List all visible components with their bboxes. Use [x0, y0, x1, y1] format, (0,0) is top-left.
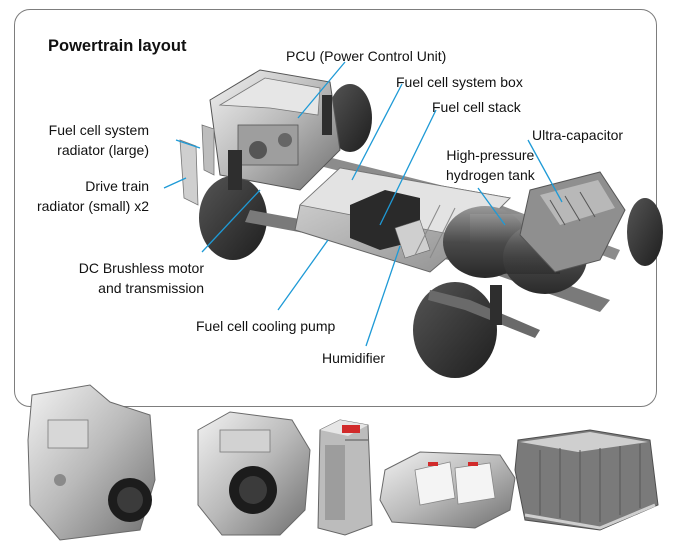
transmission-photo	[27, 384, 156, 541]
label-fuel-cell-radiator: Fuel cell system radiator (large)	[49, 120, 149, 160]
label-cooling-pump: Fuel cell cooling pump	[196, 318, 336, 334]
label-drive-train-radiator-line1: Drive train	[85, 178, 149, 194]
label-drive-train-radiator: Drive train radiator (small) x2	[37, 176, 149, 216]
leader-cooling-pump	[277, 239, 329, 311]
label-high-pressure-tank-line2: hydrogen tank	[446, 167, 535, 183]
label-high-pressure-tank-line1: High-pressure	[446, 147, 535, 163]
front-module-drawing	[179, 69, 341, 206]
label-motor-line2: and transmission	[98, 280, 204, 296]
leader-fc-radiator	[175, 139, 201, 149]
leader-humidifier	[365, 245, 401, 347]
label-fuel-cell-stack: Fuel cell stack	[432, 99, 521, 115]
label-drive-train-radiator-line2: radiator (small) x2	[36, 198, 149, 214]
label-fuel-cell-radiator-line1: Fuel cell system	[48, 122, 149, 138]
label-fuel-cell-system-box: Fuel cell system box	[396, 74, 523, 90]
leader-tank	[477, 187, 506, 226]
component-row	[27, 384, 659, 541]
chassis-drawing	[179, 69, 663, 378]
label-motor-transmission: DC Brushless motor and transmission	[79, 258, 204, 298]
motor-photo	[197, 411, 311, 536]
leader-fc-system-box	[351, 83, 403, 181]
ultra-capacitor-photo	[514, 429, 659, 531]
ultra-capacitor-drawing	[519, 171, 626, 273]
leader-ultra-capacitor	[527, 139, 563, 203]
leader-drive-radiator	[163, 177, 187, 189]
diagram-title: Powertrain layout	[48, 37, 187, 55]
label-humidifier: Humidifier	[322, 350, 386, 366]
fuel-cell-stack-photo	[317, 419, 373, 536]
leader-fc-stack	[379, 109, 437, 226]
label-motor-line1: DC Brushless motor	[78, 260, 204, 276]
fuel-cell-box-photo	[379, 451, 516, 529]
front-wheel-right	[328, 84, 372, 152]
label-pcu: PCU (Power Control Unit)	[286, 48, 447, 64]
leader-lines	[163, 61, 563, 347]
rear-wheel-left	[627, 198, 663, 266]
leader-pcu	[297, 61, 346, 119]
label-ultra-capacitor: Ultra-capacitor	[532, 127, 624, 143]
label-fuel-cell-radiator-line2: radiator (large)	[57, 142, 149, 158]
leader-motor	[201, 189, 261, 253]
label-high-pressure-tank: High-pressure hydrogen tank	[446, 145, 535, 185]
